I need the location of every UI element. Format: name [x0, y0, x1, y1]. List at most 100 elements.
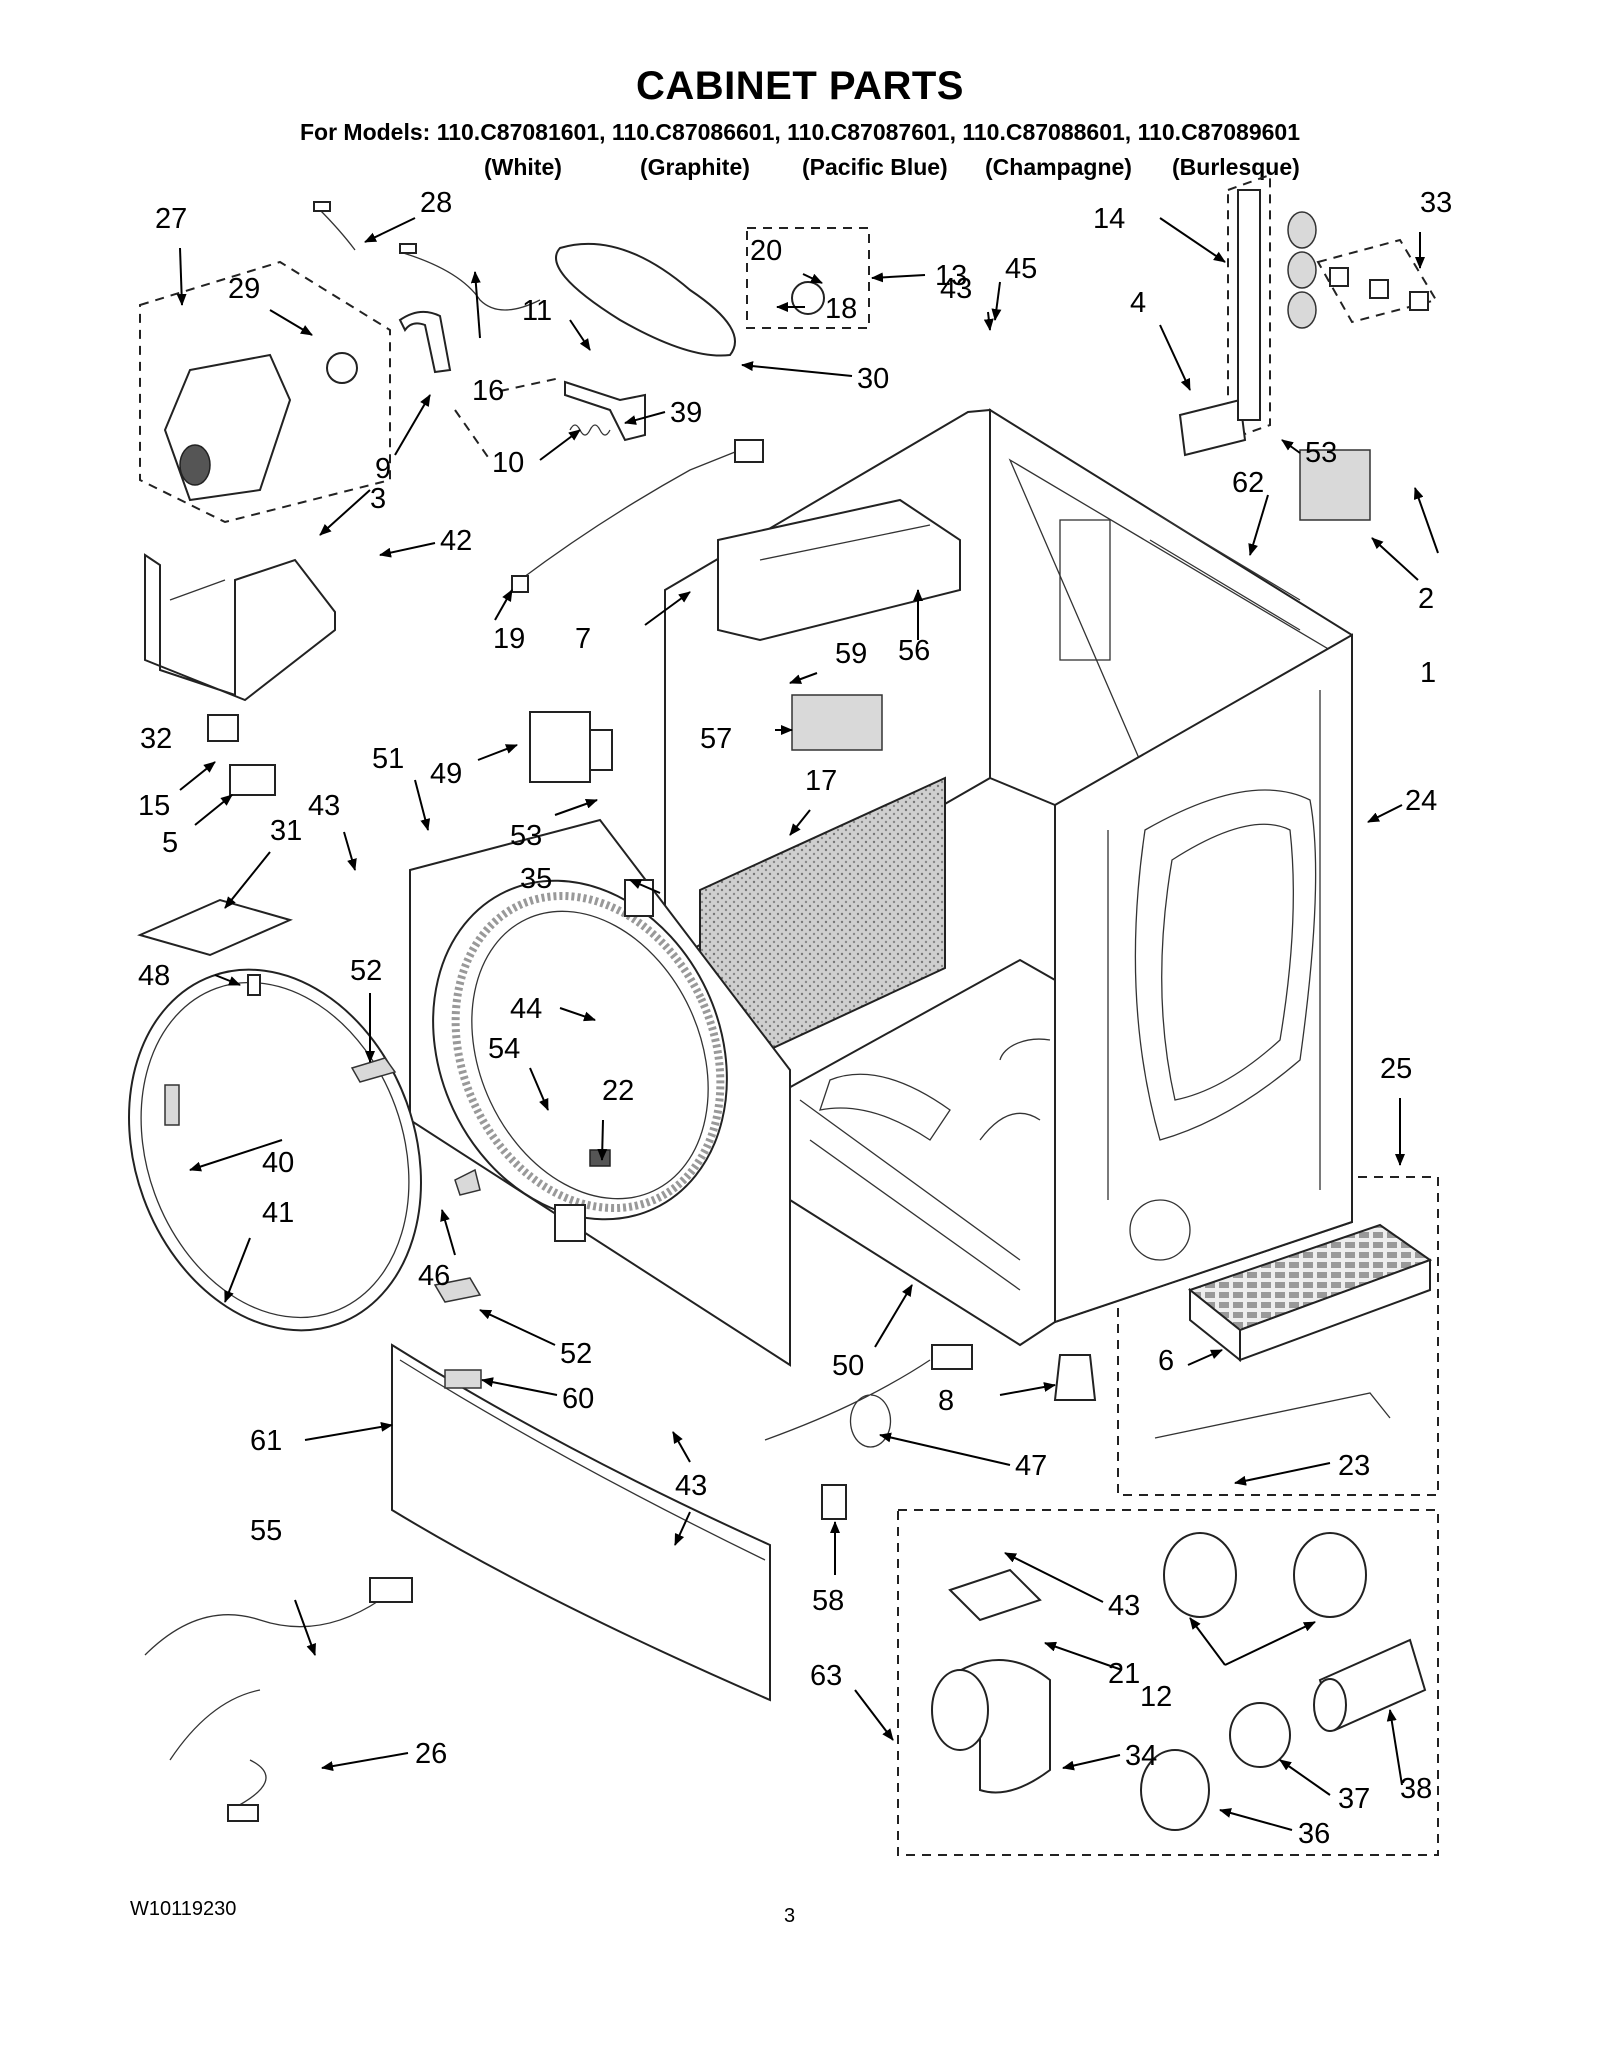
door-ring	[128, 968, 422, 1332]
clip-52-lower	[433, 1277, 482, 1303]
callout-28: 28	[420, 187, 452, 219]
page-title: CABINET PARTS	[636, 64, 964, 108]
idler-bracket	[564, 380, 646, 442]
drum-grille	[1187, 1223, 1433, 1363]
callout-40: 40	[262, 1147, 294, 1179]
clip-46	[454, 1168, 481, 1196]
label-plate	[791, 694, 883, 751]
idler-spring	[569, 424, 611, 436]
callout-22: 22	[602, 1075, 634, 1107]
callout-3: 3	[370, 483, 386, 515]
callout-42: 42	[440, 525, 472, 557]
callout-34: 34	[1125, 1740, 1157, 1772]
callout-30: 30	[857, 363, 889, 395]
callout-26: 26	[415, 1738, 447, 1770]
callout-23: 23	[1338, 1450, 1370, 1482]
idler-pulley	[791, 281, 825, 315]
callout-18: 18	[825, 293, 857, 325]
callout-60: 60	[562, 1383, 594, 1415]
lamp-assembly	[1237, 189, 1317, 421]
callout-61: 61	[250, 1425, 282, 1457]
wire-47	[764, 1359, 931, 1448]
callout-1: 1	[1420, 657, 1436, 689]
callout-55: 55	[250, 1515, 282, 1547]
callout-47: 47	[1015, 1450, 1047, 1482]
cover-plate	[1299, 449, 1371, 521]
callout-20: 20	[750, 235, 782, 267]
color-white: (White)	[484, 154, 562, 180]
callout-35: 35	[520, 863, 552, 895]
callout-41: 41	[262, 1197, 294, 1229]
leveling-foot	[1053, 1354, 1097, 1401]
hinge-35	[624, 879, 654, 917]
callout-7: 7	[575, 623, 591, 655]
motor	[163, 310, 452, 502]
fuse-holder	[1178, 398, 1247, 457]
drive-belt	[555, 242, 736, 357]
callout-16: 16	[472, 375, 504, 407]
callout-10: 10	[492, 447, 524, 479]
callout-6: 6	[1158, 1345, 1174, 1377]
lamp-group-box	[1227, 173, 1271, 442]
callout-58: 58	[812, 1585, 844, 1617]
clip-48	[247, 974, 261, 996]
wire-harness-28	[317, 207, 541, 311]
callout-21: 21	[1108, 1658, 1140, 1690]
callout-11: 11	[522, 295, 552, 327]
callout-37: 37	[1338, 1783, 1370, 1815]
callout-53b: 53	[510, 820, 542, 852]
thermostat	[229, 764, 276, 796]
callout-15: 15	[138, 790, 170, 822]
color-pacific-blue: (Pacific Blue)	[802, 154, 948, 180]
callout-19: 19	[493, 623, 525, 655]
panel-cover-31	[137, 898, 293, 957]
callout-14: 14	[1093, 203, 1125, 235]
lamp-sockets-box	[1316, 238, 1438, 324]
callout-31: 31	[270, 815, 302, 847]
callout-48: 48	[138, 960, 170, 992]
callout-labels: 1 2 3 4 5 6 7 8 9 10 11 12 13 14 15 16 1…	[138, 187, 1452, 1850]
callout-43c: 43	[675, 1470, 707, 1502]
models-line: For Models: 110.C87081601, 110.C87086601…	[299, 119, 1301, 145]
callout-24: 24	[1405, 785, 1437, 817]
cabinet	[664, 408, 1353, 1347]
vent-kit-box	[897, 1509, 1439, 1856]
callout-52a: 52	[350, 955, 382, 987]
callout-39: 39	[670, 397, 702, 429]
callout-62: 62	[1232, 467, 1264, 499]
color-burlesque: (Burlesque)	[1172, 154, 1300, 180]
callout-27: 27	[155, 203, 187, 235]
callout-38: 38	[1400, 1773, 1432, 1805]
callout-33: 33	[1420, 187, 1452, 219]
callout-49: 49	[430, 758, 462, 790]
callout-8: 8	[938, 1385, 954, 1417]
callout-32: 32	[140, 723, 172, 755]
callout-44: 44	[510, 993, 542, 1025]
callout-46: 46	[418, 1260, 450, 1292]
document-number: W10119230	[130, 1898, 237, 1920]
terminal-block	[529, 711, 591, 783]
callout-57: 57	[700, 723, 732, 755]
callout-43d: 43	[1108, 1590, 1140, 1622]
callout-63: 63	[810, 1660, 842, 1692]
motor-mount-bracket	[144, 553, 336, 702]
callout-9: 9	[375, 453, 391, 485]
front-panel	[409, 818, 791, 1367]
callout-53a: 53	[1305, 437, 1337, 469]
callout-4: 4	[1130, 287, 1146, 319]
callout-43a: 43	[308, 790, 340, 822]
callout-36: 36	[1298, 1818, 1330, 1850]
callout-25: 25	[1380, 1053, 1412, 1085]
page-number: 3	[784, 1905, 796, 1927]
callout-12: 12	[1140, 1681, 1172, 1713]
wire-23	[1154, 1392, 1391, 1439]
toe-panel	[391, 1343, 771, 1702]
callout-43b: 43	[940, 273, 972, 305]
callout-52b: 52	[560, 1338, 592, 1370]
callout-5: 5	[162, 827, 178, 859]
thermal-fuse	[207, 714, 239, 742]
wire-harness-55	[144, 1599, 381, 1811]
clip-58	[821, 1484, 847, 1520]
callout-45: 45	[1005, 253, 1037, 285]
